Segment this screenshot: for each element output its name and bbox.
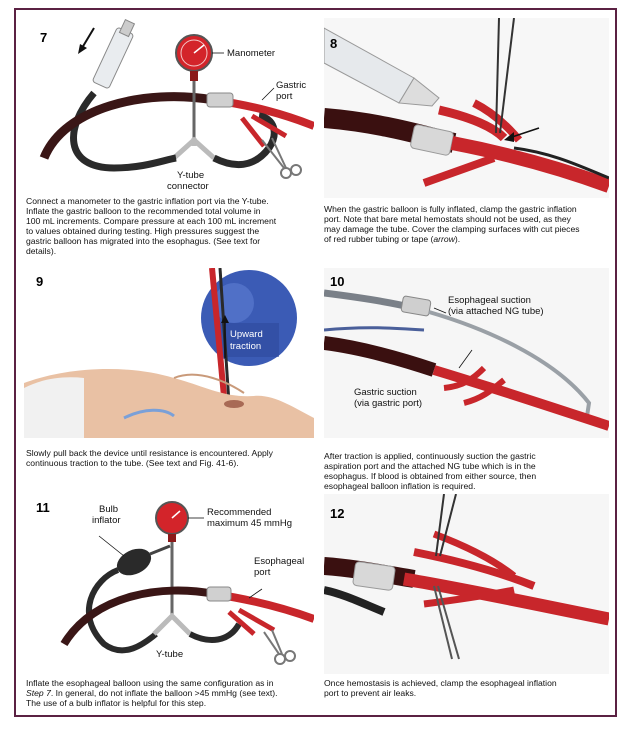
caption-line: details). — [26, 246, 57, 257]
caption-line: to values obtained during testing. High … — [26, 226, 260, 237]
hemostat-icon — [433, 585, 460, 660]
step-number: 8 — [330, 36, 338, 51]
label-gastric-suction: Gastric suction — [354, 387, 417, 398]
caption-line: Inflate the gastric balloon to the recom… — [26, 206, 261, 217]
label-gastric-port-2: port — [276, 91, 293, 102]
caption-text: ). — [454, 234, 461, 245]
caption-line: Once hemostasis is achieved, clamp the e… — [324, 678, 557, 688]
label-ytube: Y-tube — [177, 170, 204, 181]
step-number: 11 — [36, 500, 50, 515]
caption-line: esophagus. If blood is obtained from eit… — [324, 471, 537, 482]
label-esophageal-suction: Esophageal suction — [448, 295, 531, 306]
label-upward: Upward — [230, 329, 263, 340]
caption-line: gastric balloon has migrated into the es… — [26, 236, 261, 247]
label-esophageal-port: Esophageal — [254, 556, 304, 567]
caption-step-italic: Step 7 — [26, 688, 51, 699]
label-esophageal-suction-via: (via attached NG tube) — [448, 306, 544, 317]
figure-frame: 7 — [14, 8, 617, 717]
hemostat-icon — [261, 137, 302, 179]
label-gastric-port: Gastric — [276, 80, 306, 91]
label-bulb: Bulb — [99, 504, 118, 515]
step-8-caption: When the gastric balloon is fully inflat… — [324, 204, 609, 244]
caption-text: . In general, do not inflate the balloon… — [50, 688, 278, 699]
bulb-inflator-icon — [116, 544, 171, 576]
caption-line: may damage the tube. Cover the clamping … — [324, 224, 580, 235]
caption-line: 100 mL increments. Compare pressure at e… — [26, 216, 277, 227]
panel-step-7: 7 — [24, 18, 314, 268]
caption-text: of red rubber tubing or tape ( — [324, 234, 434, 245]
caption-line: The use of a bulb inflator is helpful fo… — [26, 698, 207, 709]
illustration-manometer-setup: Manometer Gastric port Y-tube connector — [39, 18, 314, 192]
step-7-caption: Connect a manometer to the gastric infla… — [26, 196, 311, 257]
caption-line: port. Note that bare metal hemostats sho… — [324, 214, 571, 225]
illustration-suction: Esophageal suction (via attached NG tube… — [324, 268, 609, 438]
step-12-caption: Once hemostasis is achieved, clamp the e… — [324, 678, 609, 698]
manometer-gauge-icon — [155, 501, 189, 542]
caption-line: Connect a manometer to the gastric infla… — [26, 196, 269, 206]
step-number: 10 — [330, 274, 345, 289]
illustration-bulb-inflator: Bulb inflator Recommended maximum 45 mmH… — [60, 501, 314, 665]
illustration-traction: Upward traction — [24, 268, 314, 438]
label-recommended: Recommended — [207, 507, 271, 518]
caption-line: aspiration port and the attached NG tube… — [324, 461, 536, 472]
panel-step-12: 12 Once hemostasis is achieved, clamp th… — [324, 494, 609, 714]
panel-step-9: 9 Upward traction Slowly pull — [24, 268, 314, 468]
panel-step-8: 8 When the gastric balloon is fully infl… — [324, 18, 609, 268]
syringe-icon — [324, 27, 440, 107]
label-ytube: Y-tube — [156, 649, 183, 660]
caption-line: Slowly pull back the device until resist… — [26, 448, 273, 458]
label-ytube-connector: connector — [167, 181, 209, 192]
caption-line: of red rubber tubing or tape (arrow). — [324, 234, 609, 244]
hemostat-icon — [495, 18, 515, 134]
manometer-gauge-icon — [175, 34, 213, 81]
panel-step-10: Esophageal suction (via attached NG tube… — [324, 268, 609, 491]
caption-line: Inflate the esophageal balloon using the… — [26, 678, 316, 688]
label-inflator: inflator — [92, 515, 121, 526]
caption-text: Inflate the esophageal balloon using the… — [26, 678, 274, 688]
illustration-clamp-gastric — [324, 18, 609, 198]
caption-arrow-italic: arrow — [433, 234, 455, 245]
panel-step-11: 11 — [24, 494, 314, 714]
step-9-caption: Slowly pull back the device until resist… — [26, 448, 316, 468]
step-number: 9 — [36, 274, 44, 289]
label-maximum: maximum 45 mmHg — [207, 518, 292, 529]
illustration-clamp-esophageal — [324, 494, 609, 674]
caption-line: Step 7. In general, do not inflate the b… — [26, 688, 316, 698]
caption-line: After traction is applied, continuously … — [324, 451, 536, 461]
step-10-caption: After traction is applied, continuously … — [324, 451, 609, 491]
caption-line: continuous traction to the tube. (See te… — [26, 458, 239, 469]
caption-line: When the gastric balloon is fully inflat… — [324, 204, 577, 214]
label-esophageal-port-2: port — [254, 567, 271, 578]
label-manometer: Manometer — [227, 48, 275, 59]
label-traction: traction — [230, 341, 261, 352]
caption-line: esophageal balloon inflation is required… — [324, 481, 476, 492]
step-number: 12 — [330, 506, 345, 521]
label-gastric-suction-via: (via gastric port) — [354, 398, 422, 409]
step-number: 7 — [40, 30, 48, 45]
hemostat-icon — [263, 629, 296, 665]
caption-line: port to prevent air leaks. — [324, 688, 417, 699]
hemostat-icon — [435, 494, 457, 557]
syringe-icon — [92, 18, 136, 89]
step-11-caption: Inflate the esophageal balloon using the… — [26, 678, 316, 708]
